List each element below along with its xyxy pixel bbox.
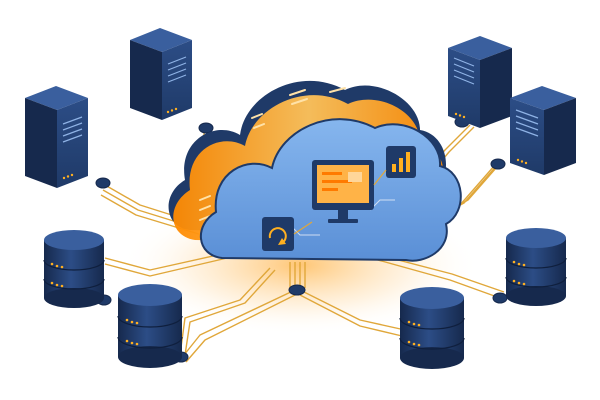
server-tower	[130, 28, 192, 120]
server-tower	[25, 86, 88, 188]
database-cylinder	[399, 287, 465, 369]
server-tower	[448, 36, 512, 128]
database-cylinder	[43, 230, 105, 308]
monitor-icon	[312, 160, 374, 223]
database-cylinder	[505, 228, 567, 306]
node	[492, 292, 508, 304]
node	[95, 177, 111, 189]
sync-icon	[262, 217, 294, 251]
node	[490, 158, 506, 170]
bar-chart-icon	[386, 146, 416, 178]
node	[198, 122, 214, 134]
cloud-rim-slots	[199, 87, 346, 221]
database-cylinder	[117, 284, 183, 368]
cloud	[168, 80, 462, 262]
server-tower	[510, 86, 576, 175]
node	[288, 284, 306, 296]
